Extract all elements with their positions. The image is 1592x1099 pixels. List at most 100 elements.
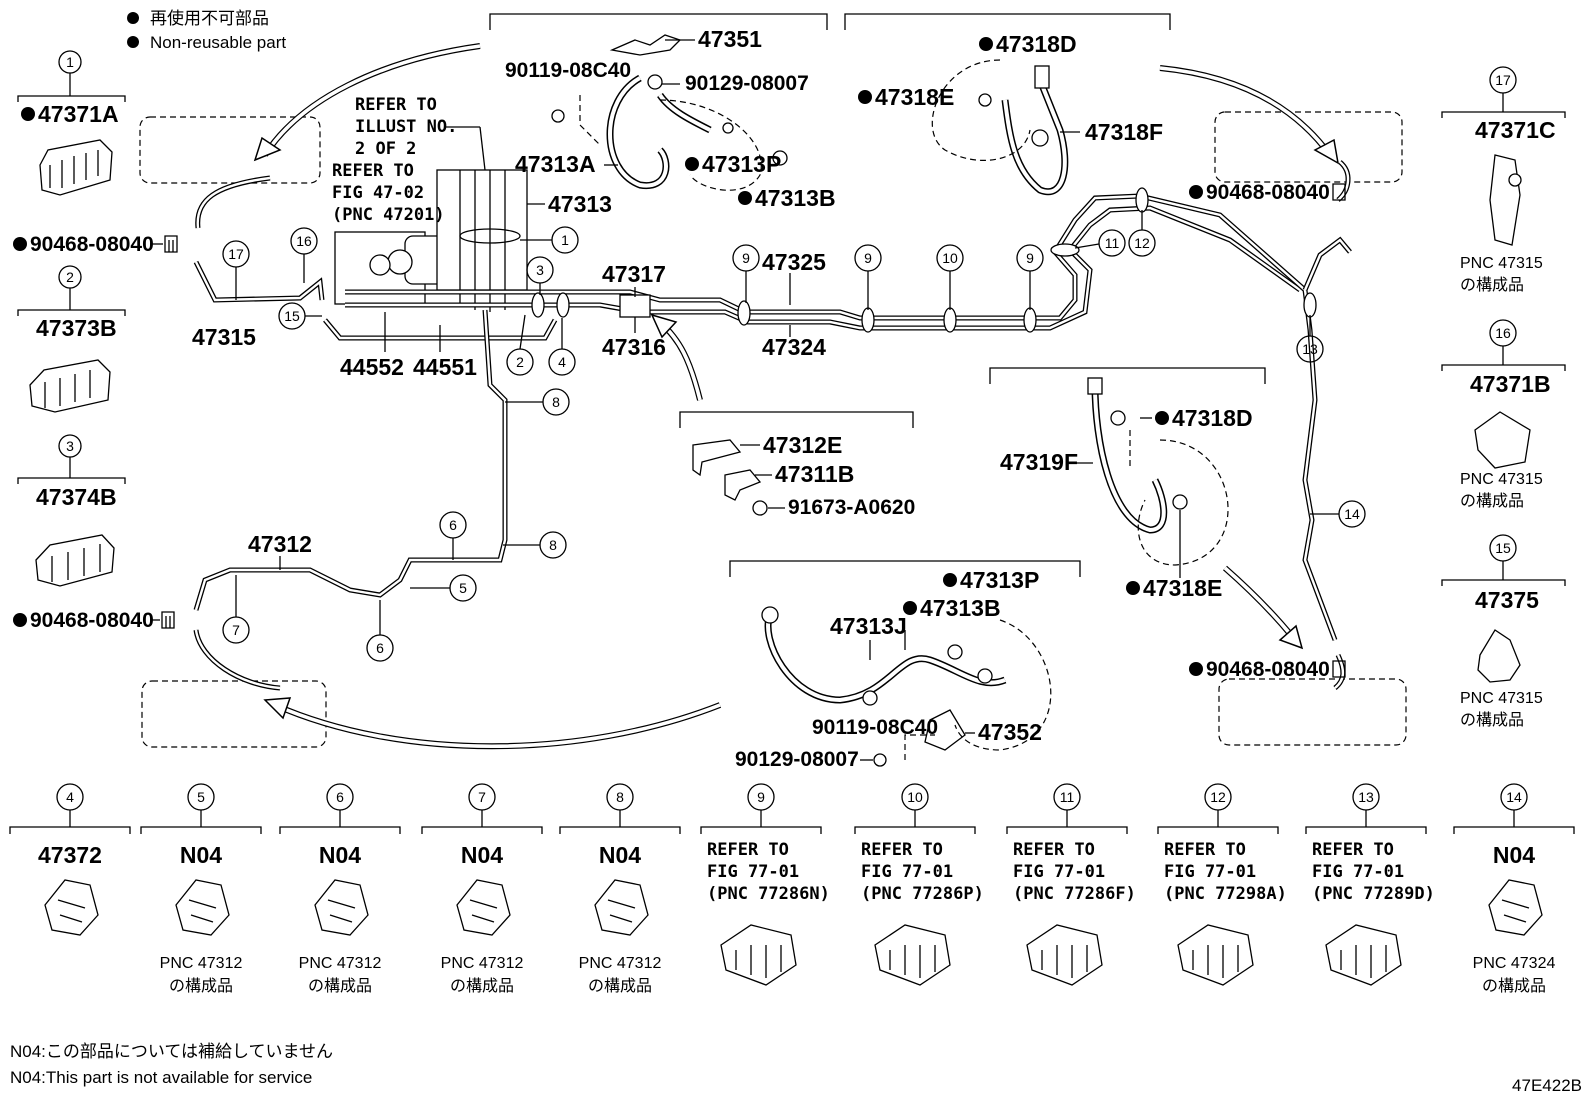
- callout-8a: 8: [552, 394, 560, 410]
- callout-number: 8: [616, 789, 624, 805]
- dashed-panel-tr: [1214, 111, 1403, 183]
- callout-10: 10: [942, 250, 958, 266]
- part-90468-l1-label: 90468-08040: [30, 233, 154, 256]
- nonreusable-dot-icon: [685, 157, 699, 171]
- refer-line: REFER TO: [1312, 840, 1394, 860]
- bracket-group: [692, 439, 768, 516]
- callout-16: 16: [296, 233, 312, 249]
- part-47312E-label: 47312E: [763, 432, 842, 458]
- footer-note-en: N04:This part is not available for servi…: [10, 1068, 312, 1087]
- refer-line: (PNC 77289D): [1312, 884, 1435, 904]
- refer-line: FIG 77-01: [707, 862, 799, 882]
- left-column: 1 47371A 2 47373B 3 47374B 90468-080: [13, 50, 178, 632]
- callout-6b: 6: [376, 640, 384, 656]
- part-label: N04: [599, 842, 641, 868]
- legend-en: Non-reusable part: [150, 33, 286, 52]
- clamp-drawing: [1177, 924, 1254, 986]
- group-bracket-top-center: [489, 13, 828, 30]
- part-90129-bot-label: 90129-08007: [735, 748, 859, 771]
- clip-47371A-drawing: [39, 139, 113, 196]
- pnc-note-jp: の構成品: [1460, 276, 1524, 294]
- pnc-note-jp: の構成品: [308, 977, 372, 995]
- callout-number: 12: [1210, 789, 1226, 805]
- callout-2: 2: [516, 354, 524, 370]
- tube-joint-47317: [619, 294, 651, 318]
- nonreusable-dot-icon: [979, 37, 993, 51]
- part-47312-label: 47312: [248, 531, 312, 557]
- clip-drawing: [175, 879, 230, 936]
- pnc-note: PNC 47315: [1460, 255, 1543, 272]
- refer-line: FIG 77-01: [1013, 862, 1105, 882]
- part-47318D-top-label: 47318D: [996, 31, 1077, 57]
- clamp-drawing: [874, 924, 951, 986]
- nonreusable-dot-icon: [127, 36, 139, 48]
- callout-9a: 9: [742, 250, 750, 266]
- refer-line: REFER TO: [861, 840, 943, 860]
- part-47313J-label: 47313J: [830, 613, 907, 639]
- part-47371A-label: 47371A: [38, 101, 119, 127]
- refer-line: REFER TO: [707, 840, 789, 860]
- callout-number: 11: [1060, 789, 1075, 805]
- part-47318F-label: 47318F: [1085, 119, 1163, 145]
- legend-jp: 再使用不可部品: [150, 8, 269, 28]
- part-47316-label: 47316: [602, 334, 666, 360]
- hose-group-front-left: [551, 34, 788, 191]
- part-label: N04: [461, 842, 503, 868]
- nonreusable-dot-icon: [127, 12, 139, 24]
- clamp-drawing: [1325, 924, 1402, 986]
- refer-line: (PNC 77286F): [1013, 884, 1136, 904]
- part-90468-br-label: 90468-08040: [1206, 658, 1330, 681]
- nonreusable-dot-icon: [1155, 411, 1169, 425]
- pnc-note: PNC 47312: [160, 955, 243, 972]
- nonreusable-dot-icon: [738, 191, 752, 205]
- center-labels: REFER TO ILLUST NO. 2 OF 2 REFER TO FIG …: [192, 26, 1346, 771]
- part-90119-bot-label: 90119-08C40: [812, 716, 938, 739]
- clip-clamp-icon: [161, 611, 175, 629]
- part-label: N04: [1493, 842, 1535, 868]
- callout-12: 12: [1134, 235, 1150, 251]
- nonreusable-dot-icon: [943, 573, 957, 587]
- pnc-note: PNC 47312: [579, 955, 662, 972]
- part-47318E-mid-label: 47318E: [1143, 575, 1222, 601]
- group-bracket-bottom-center: [729, 560, 1081, 577]
- clip-drawing: [456, 879, 511, 936]
- part-47371C-label: 47371C: [1475, 117, 1556, 143]
- footer: N04:この部品については補給していません N04:This part is n…: [10, 1042, 1582, 1095]
- refer-fig-line2: FIG 47-02: [332, 183, 424, 203]
- nonreusable-dot-icon: [1189, 662, 1203, 676]
- pnc-note: PNC 47312: [441, 955, 524, 972]
- dashed-panel-tl: [139, 116, 321, 184]
- callout-number: 15: [1495, 540, 1511, 556]
- clip-47375-drawing: [1477, 629, 1521, 683]
- clip-47371C-drawing: [1489, 154, 1521, 246]
- refer-fig-line1: REFER TO: [332, 161, 414, 181]
- clip-drawing: [314, 879, 369, 936]
- callout-number: 4: [66, 789, 74, 805]
- clip-drawing: [44, 879, 99, 936]
- callout-14: 14: [1344, 506, 1360, 522]
- pnc-note: PNC 47312: [299, 955, 382, 972]
- refer-line: REFER TO: [1164, 840, 1246, 860]
- callout-number: 17: [1495, 72, 1511, 88]
- hose-group-rear-right: [1087, 377, 1229, 566]
- pnc-note-jp: の構成品: [169, 977, 233, 995]
- callout-6a: 6: [449, 517, 457, 533]
- part-44551-label: 44551: [413, 354, 477, 380]
- part-47352-label: 47352: [978, 719, 1042, 745]
- callout-number: 7: [478, 789, 486, 805]
- refer-line: FIG 77-01: [1312, 862, 1404, 882]
- clip-clamp-icon: [1332, 183, 1346, 201]
- callout-7: 7: [232, 622, 240, 638]
- callout-number: 6: [336, 789, 344, 805]
- master-cylinder-lines: [436, 169, 528, 291]
- refer-line: REFER TO: [1013, 840, 1095, 860]
- footer-note-jp: N04:この部品については補給していません: [10, 1042, 333, 1061]
- refer-fig-line3: (PNC 47201): [332, 205, 445, 225]
- part-91673-label: 91673-A0620: [788, 496, 915, 519]
